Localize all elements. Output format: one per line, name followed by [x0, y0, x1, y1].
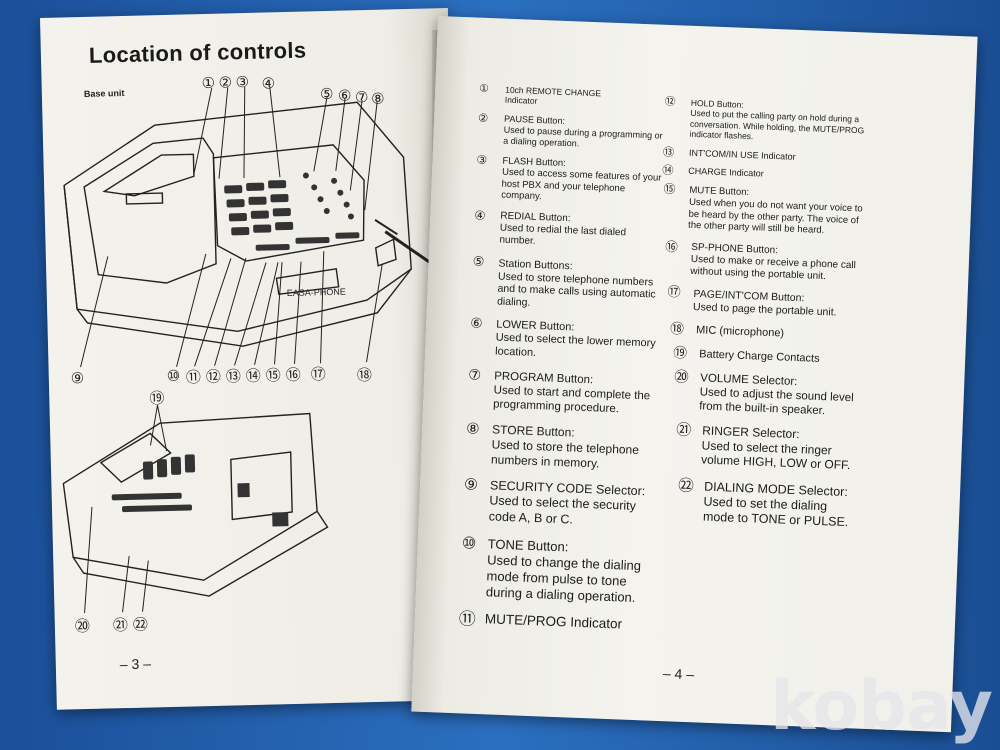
- control-number-badge: ⑫: [664, 94, 676, 109]
- callout-19: ⑲: [149, 389, 165, 408]
- control-description: Used to adjust the sound level from the …: [698, 386, 854, 418]
- callout-4: ④: [261, 74, 276, 93]
- callout-8: ⑧: [370, 89, 385, 108]
- control-name: Battery Charge Contacts: [698, 347, 820, 365]
- callout-7: ⑦: [354, 88, 369, 107]
- control-number-badge: ②: [477, 111, 489, 125]
- easa-phone-plate: [275, 268, 340, 296]
- control-number-badge: ⑧: [465, 419, 480, 439]
- callout-2: ②: [218, 73, 233, 92]
- control-description: Used to select the ringer volume HIGH, L…: [700, 438, 851, 473]
- control-description: Used to set the dialing mode to TONE or …: [702, 494, 849, 530]
- callout-14: ⑭: [245, 366, 262, 386]
- callout-18: ⑱: [356, 366, 373, 385]
- callout-22: ㉒: [132, 615, 149, 634]
- callout-3: ③: [235, 72, 250, 92]
- control-number-badge: ⑩: [461, 533, 477, 553]
- control-number-badge: ③: [476, 152, 488, 167]
- control-number-badge: ㉑: [675, 420, 692, 440]
- control-description: Used when you do not want your voice to …: [687, 196, 863, 237]
- control-number-badge: ⑬: [662, 145, 675, 159]
- control-name: MUTE/PROG Indicator: [484, 611, 623, 632]
- callout-6: ⑥: [337, 86, 352, 105]
- control-number-badge: ⑭: [661, 164, 674, 178]
- cradle-slot: [125, 192, 164, 205]
- callout-21: ㉑: [112, 616, 129, 635]
- control-number-badge: ⑲: [672, 344, 688, 362]
- control-number-badge: ⑮: [663, 182, 676, 197]
- control-description: Used to select the lower memory location…: [494, 331, 656, 359]
- callout-9: ⑨: [70, 369, 85, 388]
- phone-base-side: [63, 185, 412, 347]
- control-number-badge: ⑪: [458, 608, 477, 630]
- easa-phone-label: EASA-PHONE: [287, 287, 346, 298]
- control-name: INT'COM/IN USE Indicator: [688, 147, 796, 162]
- control-number-badge: ⑥: [469, 315, 483, 332]
- page-number-right: – 4 –: [662, 665, 695, 683]
- kobay-watermark: kobay: [770, 667, 993, 746]
- control-description: Used to redial the last dialed number.: [499, 222, 627, 248]
- control-description: Used to select the security code A, B or…: [488, 493, 637, 527]
- control-item: ⑬ INT'COM/IN USE Indicator: [662, 145, 873, 165]
- control-description: Used to store the telephone numbers in m…: [490, 437, 640, 471]
- callout-12: ⑫: [205, 367, 222, 387]
- keypad-panel: [212, 144, 365, 262]
- control-description: Used to put the calling party on hold du…: [689, 108, 865, 142]
- control-number-badge: ⑰: [667, 285, 681, 301]
- control-item: ⑭ CHARGE Indicator: [661, 164, 872, 184]
- control-number-badge: ④: [474, 207, 486, 224]
- control-number-badge: ⑯: [665, 238, 679, 255]
- control-name: MIC (microphone): [695, 324, 785, 340]
- control-number-badge: ①: [479, 81, 490, 95]
- callout-10: ⑩: [166, 366, 181, 386]
- callout-20: ⑳: [74, 616, 91, 636]
- control-number-badge: ⑱: [669, 321, 685, 338]
- callout-13: ⑬: [225, 367, 242, 386]
- page-number-left: – 3 –: [119, 655, 152, 673]
- manual-page-left: Location of controls Base unit EASA-PHON…: [40, 8, 465, 710]
- control-name: CHARGE Indicator: [688, 166, 764, 180]
- control-number-badge: ⑳: [673, 369, 689, 386]
- control-description: Used to start and complete the programmi…: [492, 384, 651, 416]
- callout-17: ⑰: [310, 365, 327, 384]
- control-description: Used to change the dialing mode from pul…: [485, 552, 642, 605]
- control-number-badge: ㉒: [677, 476, 695, 496]
- callout-15: ⑮: [265, 366, 282, 385]
- base-unit-illustration: EASA-PHONE: [62, 86, 449, 614]
- control-number-badge: ⑦: [467, 367, 482, 385]
- control-number-badge: ⑨: [463, 475, 479, 495]
- control-description: Used to access some features of your hos…: [500, 166, 662, 203]
- control-description: Used to store telephone numbers and to m…: [496, 270, 656, 309]
- callout-16: ⑯: [285, 365, 302, 385]
- control-item: ⑪ MUTE/PROG Indicator: [458, 608, 649, 635]
- control-number-badge: ⑤: [472, 254, 485, 270]
- callout-11: ⑪: [185, 368, 202, 387]
- callout-1: ①: [201, 73, 216, 93]
- handset-cradle: [83, 137, 217, 284]
- callout-5: ⑤: [319, 84, 334, 104]
- control-item: ⑲ Battery Charge Contacts: [672, 344, 865, 368]
- control-item: ⑱ MIC (microphone): [669, 321, 866, 344]
